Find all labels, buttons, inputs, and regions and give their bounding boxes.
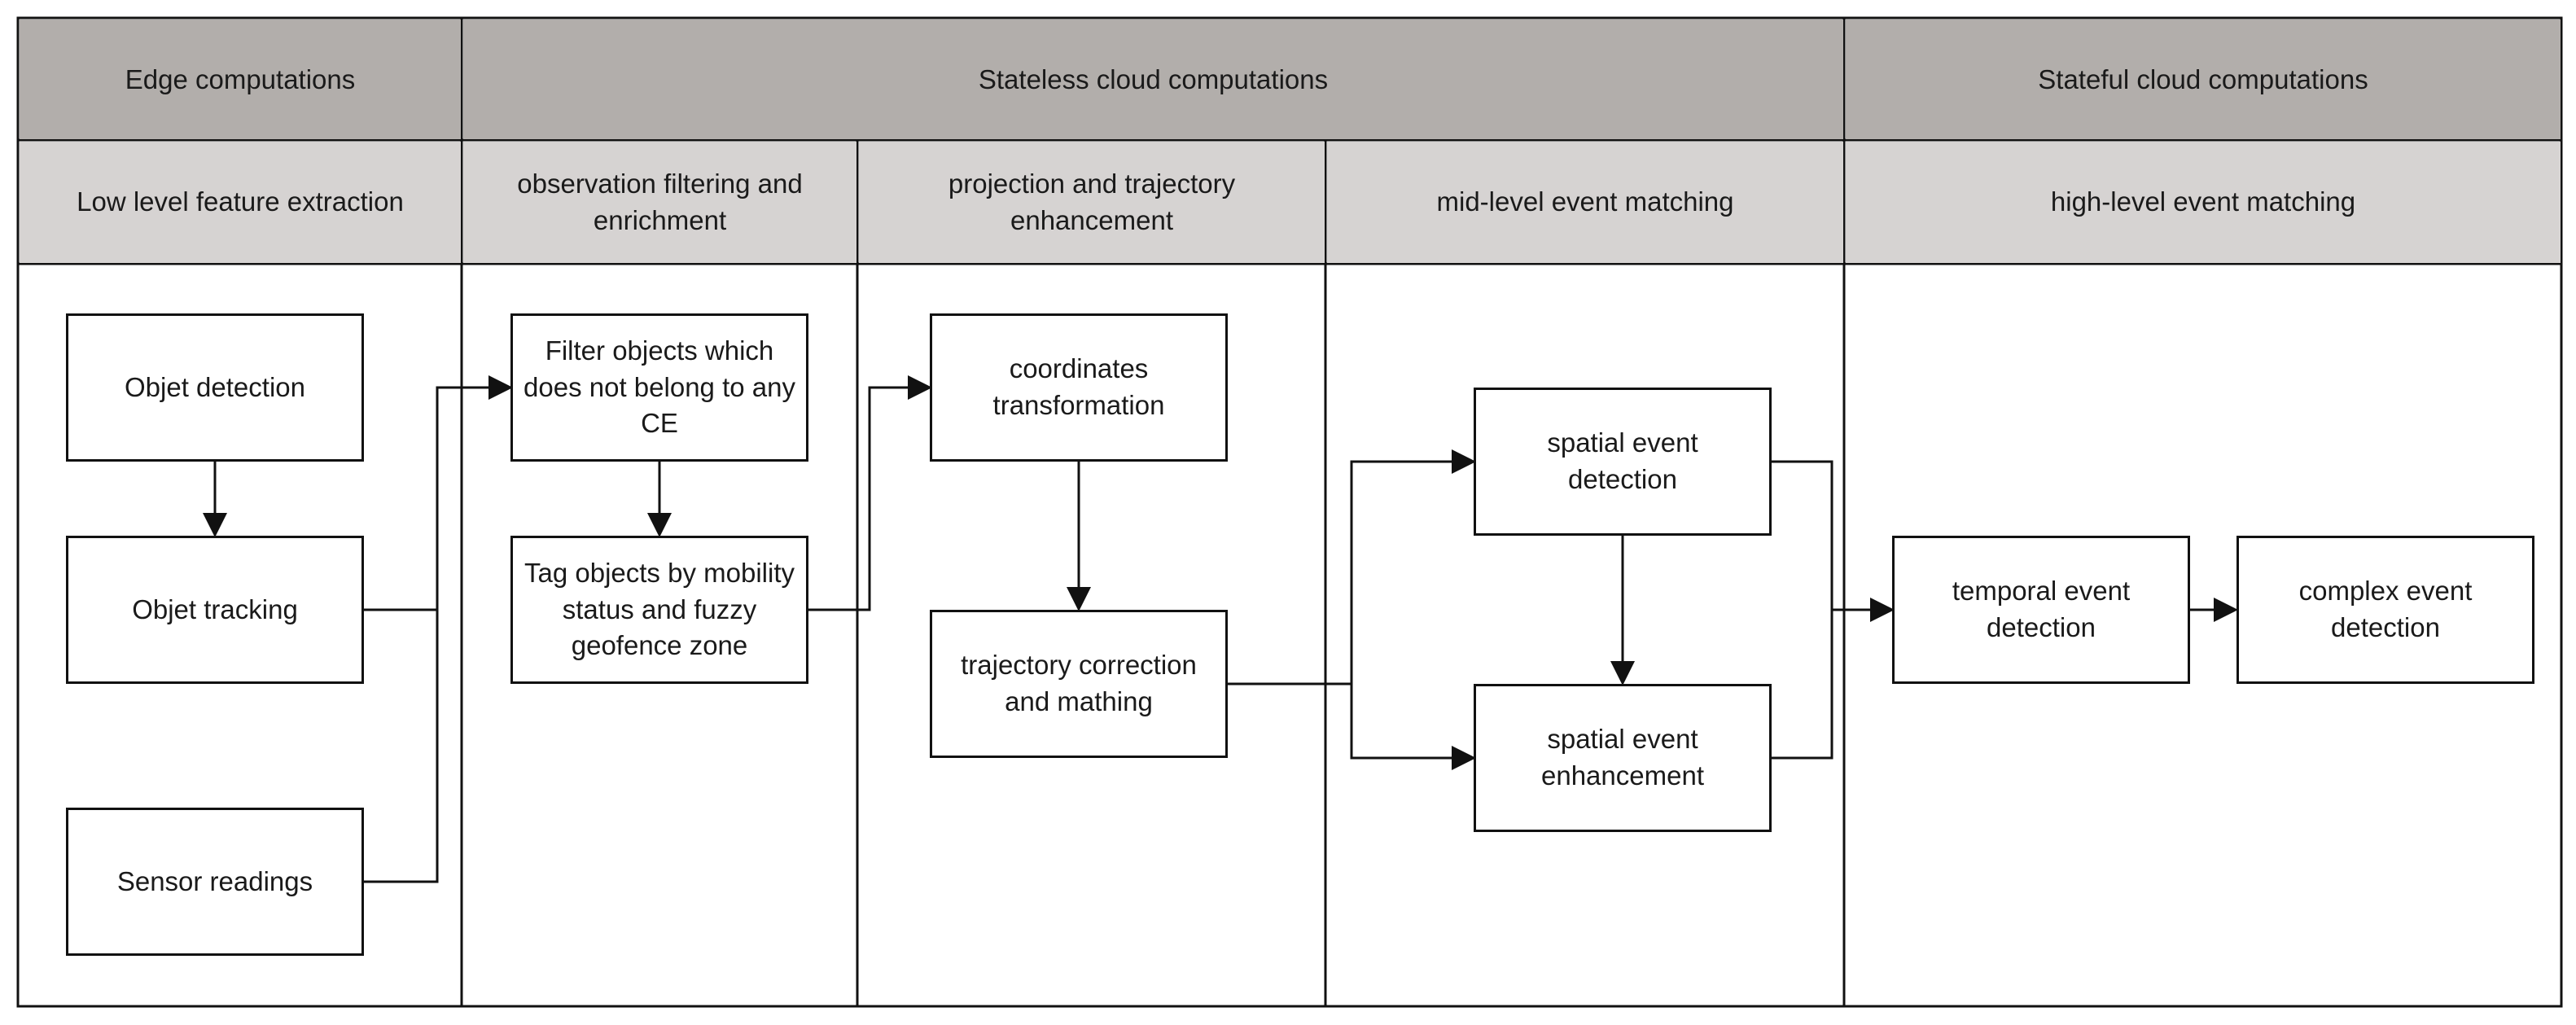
node-coordinates-transformation: coordinates transformation (930, 313, 1228, 462)
node-complex-event-detection: complex event detection (2236, 536, 2534, 684)
node-trajectory-correction: trajectory correction and mathing (930, 610, 1228, 758)
column-header-edge: Edge computations (20, 20, 461, 139)
node-temporal-event-detection: temporal event detection (1892, 536, 2190, 684)
stage-header-filtering: observation filtering and enrichment (463, 142, 856, 263)
stage-header-projection: projection and trajectory enhancement (859, 142, 1325, 263)
node-object-tracking: Objet tracking (66, 536, 364, 684)
node-spatial-event-enhancement: spatial event enhancement (1474, 684, 1772, 832)
stage-header-high-level: high-level event matching (1846, 142, 2561, 263)
node-tag-objects: Tag objects by mobility status and fuzzy… (510, 536, 808, 684)
connector-spatial-detection-to-temporal (1772, 460, 1833, 610)
connector-tag-to-coordinates (808, 375, 932, 611)
node-filter-objects: Filter objects which does not belong to … (510, 313, 808, 462)
connector-spatial-enhancement-to-temporal (1772, 598, 1895, 760)
connector-trajectory-to-spatial-enhancement (1350, 684, 1476, 770)
diagram-frame (16, 16, 2563, 1008)
column-header-stateless: Stateless cloud computations (463, 20, 1843, 139)
connector-sensor-to-filter (364, 388, 439, 883)
connector-trajectory-to-spatial-detection (1228, 449, 1476, 686)
stage-header-low-level: Low level feature extraction (20, 142, 461, 263)
node-object-detection: Objet detection (66, 313, 364, 462)
node-spatial-event-detection: spatial event detection (1474, 388, 1772, 536)
column-header-stateful: Stateful cloud computations (1846, 20, 2561, 139)
stage-header-mid-level: mid-level event matching (1327, 142, 1843, 263)
node-sensor-readings: Sensor readings (66, 808, 364, 956)
